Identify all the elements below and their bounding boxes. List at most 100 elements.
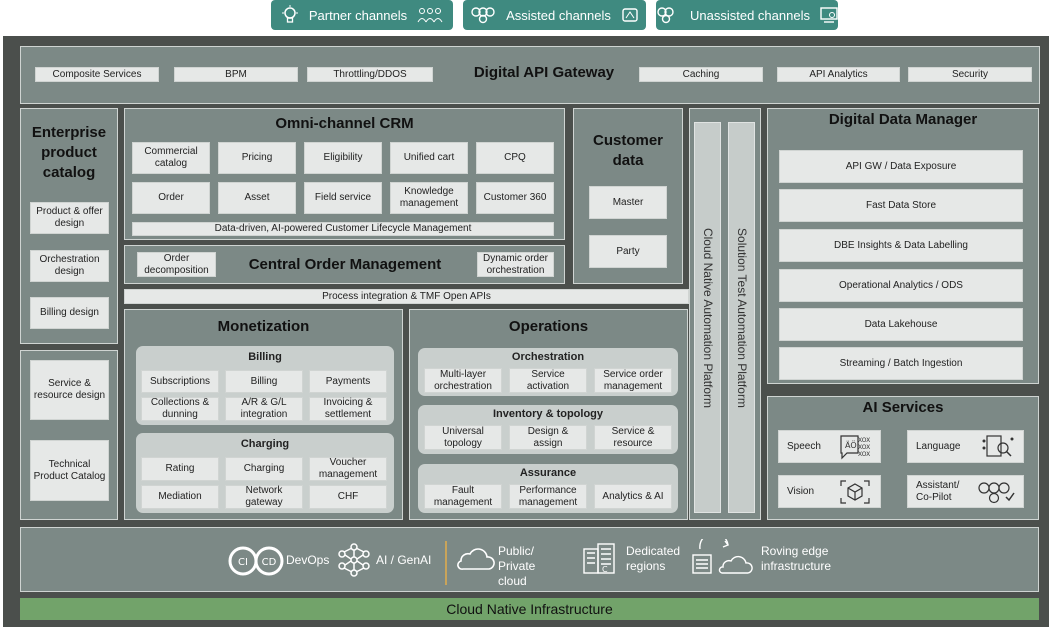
assurance-item: Analytics & AI xyxy=(594,484,672,509)
crm-item: Unified cart xyxy=(390,142,468,174)
operations: Operations Orchestration Multi-layer orc… xyxy=(409,309,688,520)
service-item: Technical Product Catalog xyxy=(30,440,109,501)
cicd-icon: CI CD xyxy=(228,545,284,577)
bots-icon xyxy=(656,6,680,24)
partner-channels-tab[interactable]: Partner channels xyxy=(271,0,453,30)
gateway-title: Digital API Gateway xyxy=(473,64,615,81)
billing-item: Collections & dunning xyxy=(141,397,219,421)
digital-api-gateway: Composite Services BPM Throttling/DDOS D… xyxy=(20,46,1040,104)
com-dynamic-orchestration: Dynamic order orchestration xyxy=(477,252,554,277)
inventory-title: Inventory & topology xyxy=(493,408,603,420)
ddm-item: Operational Analytics / ODS xyxy=(779,269,1023,302)
orchestration-title: Orchestration xyxy=(511,351,585,363)
inventory-group: Inventory & topology Universal topology … xyxy=(418,405,678,454)
gateway-item: Throttling/DDOS xyxy=(307,67,433,82)
automation-platforms: Cloud Native Automation Platform Solutio… xyxy=(689,108,761,520)
building-icon: C xyxy=(581,541,617,575)
crm-item: CPQ xyxy=(476,142,554,174)
ai-service-assistant: Assistant/ Co-Pilot xyxy=(907,475,1024,508)
support-icon xyxy=(621,6,639,24)
crm-item: Commercial catalog xyxy=(132,142,210,174)
svg-text:XOX: XOX xyxy=(858,444,870,451)
ai-service-label: Assistant/ Co-Pilot xyxy=(916,479,960,503)
vertical-label: Solution Test Automation Platform xyxy=(734,227,749,408)
roving-edge-icon xyxy=(690,539,754,575)
crm-item: Pricing xyxy=(218,142,296,174)
ai-service-vision: Vision xyxy=(778,475,881,508)
ai-services-title: AI Services xyxy=(862,399,944,416)
charging-item: Rating xyxy=(141,457,219,481)
inventory-item: Design & assign xyxy=(509,425,587,450)
svg-text:XOX: XOX xyxy=(858,437,870,444)
omni-channel-crm: Omni-channel CRM Commercial catalog Pric… xyxy=(124,108,565,240)
ddm-item: API GW / Data Exposure xyxy=(779,150,1023,183)
billing-item: Payments xyxy=(309,370,387,393)
idea-bulb-icon xyxy=(281,5,299,25)
assurance-item: Fault management xyxy=(424,484,502,509)
billing-item: Invoicing & settlement xyxy=(309,397,387,421)
ddm-item: DBE Insights & Data Labelling xyxy=(779,229,1023,262)
ai-service-label: Vision xyxy=(787,485,815,497)
ddm-item: Data Lakehouse xyxy=(779,308,1023,341)
ddm-item: Fast Data Store xyxy=(779,189,1023,222)
gateway-item: Security xyxy=(908,67,1032,82)
people-icon xyxy=(417,6,443,24)
billing-title: Billing xyxy=(248,351,282,363)
svg-text:CI: CI xyxy=(238,557,248,568)
gateway-item: Caching xyxy=(639,67,763,82)
orchestration-item: Service order management xyxy=(594,368,672,393)
crm-item: Order xyxy=(132,182,210,214)
gateway-item: BPM xyxy=(174,67,298,82)
monetization: Monetization Billing Subscriptions Billi… xyxy=(124,309,403,520)
charging-item: Voucher management xyxy=(309,457,387,481)
vertical-label: Cloud Native Automation Platform xyxy=(700,227,715,408)
service-catalog: Service & resource design Technical Prod… xyxy=(20,350,118,520)
crm-item: Knowledge management xyxy=(390,182,468,214)
ai-service-label: Speech xyxy=(787,440,821,452)
divider xyxy=(445,541,447,585)
assistant-icon xyxy=(977,478,1015,506)
unassisted-channels-tab[interactable]: Unassisted channels xyxy=(656,0,838,30)
gateway-item: Composite Services xyxy=(35,67,159,82)
customer-data-item: Master xyxy=(589,186,667,219)
assurance-title: Assurance xyxy=(519,467,577,479)
enterprise-product-catalog: Enterprise product catalog Product & off… xyxy=(20,108,118,344)
process-integration-bar: Process integration & TMF Open APIs xyxy=(124,289,689,304)
crm-item: Asset xyxy=(218,182,296,214)
inventory-item: Universal topology xyxy=(424,425,502,450)
central-order-management: Order decomposition Central Order Manage… xyxy=(124,245,565,284)
crm-title: Omni-channel CRM xyxy=(275,115,414,132)
charging-item: CHF xyxy=(309,485,387,509)
assisted-channels-tab[interactable]: Assisted channels xyxy=(463,0,646,30)
inventory-item: Service & resource xyxy=(594,425,672,450)
cloud-icon xyxy=(455,547,495,571)
com-order-decomposition: Order decomposition xyxy=(137,252,216,277)
charging-item: Charging xyxy=(225,457,303,481)
billing-item: A/R & G/L integration xyxy=(225,397,303,421)
svg-text:CD: CD xyxy=(262,557,277,568)
charging-item: Network gateway xyxy=(225,485,303,509)
customer-data: Customer data Master Party xyxy=(573,108,683,284)
dedicated-regions-label: Dedicated regions xyxy=(626,544,681,573)
svg-text:C: C xyxy=(602,565,608,574)
ddm-item: Streaming / Batch Ingestion xyxy=(779,347,1023,380)
infrastructure-tools xyxy=(20,527,1039,592)
cloud-native-automation-platform: Cloud Native Automation Platform xyxy=(694,122,721,513)
public-private-cloud-label: Public/ Private cloud xyxy=(498,544,536,588)
crm-item: Eligibility xyxy=(304,142,382,174)
svg-text:ÄÖ: ÄÖ xyxy=(845,440,857,450)
epc-item: Billing design xyxy=(30,297,109,329)
epc-item: Orchestration design xyxy=(30,250,109,282)
language-icon xyxy=(981,433,1015,461)
customer-data-item: Party xyxy=(589,235,667,268)
assurance-item: Performance management xyxy=(509,484,587,509)
orchestration-item: Service activation xyxy=(509,368,587,393)
ai-genai-label: AI / GenAI xyxy=(376,553,432,567)
assurance-group: Assurance Fault management Performance m… xyxy=(418,464,678,513)
billing-item: Subscriptions xyxy=(141,370,219,393)
orchestration-group: Orchestration Multi-layer orchestration … xyxy=(418,348,678,396)
operations-title: Operations xyxy=(508,318,589,335)
epc-item: Product & offer design xyxy=(30,202,109,234)
charging-item: Mediation xyxy=(141,485,219,509)
